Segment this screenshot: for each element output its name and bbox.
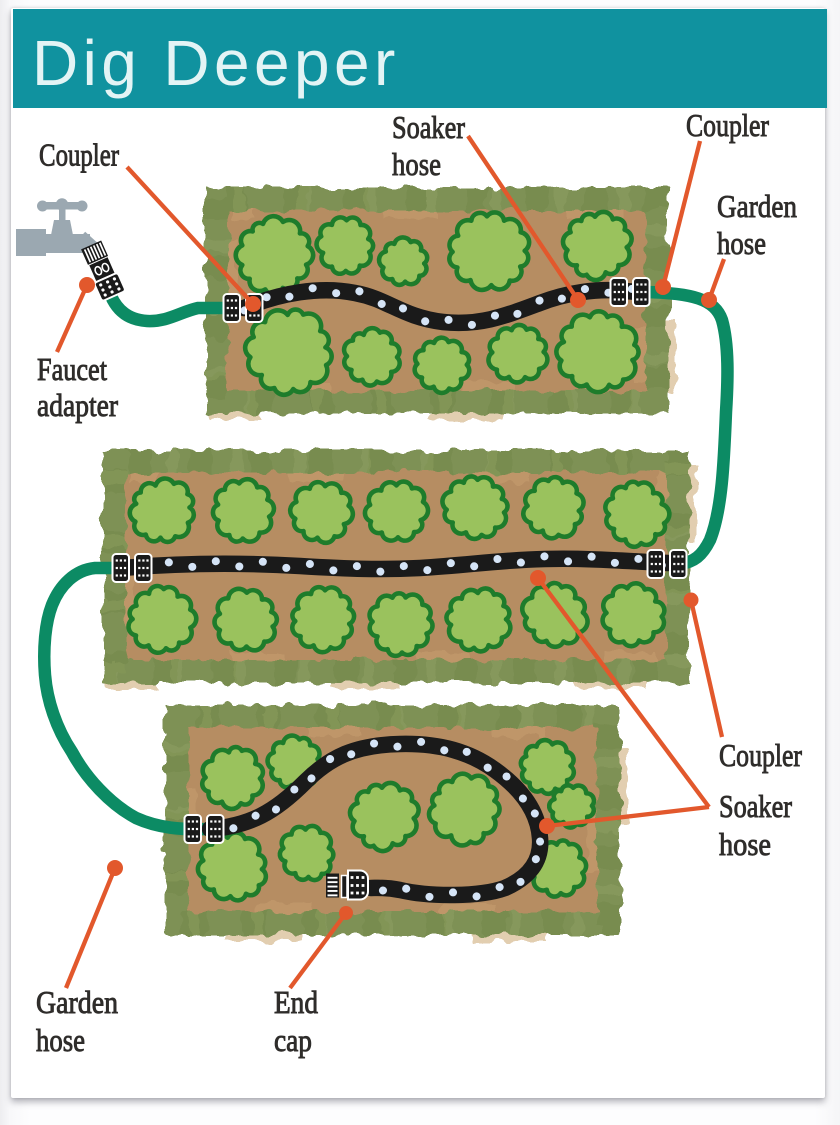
- svg-text:Garden: Garden: [36, 984, 118, 1020]
- svg-text:Coupler: Coupler: [686, 107, 769, 143]
- svg-text:hose: hose: [717, 225, 766, 261]
- svg-text:hose: hose: [392, 146, 441, 182]
- svg-text:Soaker: Soaker: [392, 109, 465, 145]
- svg-text:Coupler: Coupler: [39, 137, 119, 173]
- svg-text:End: End: [274, 984, 318, 1020]
- svg-text:adapter: adapter: [37, 387, 118, 423]
- svg-text:Soaker: Soaker: [719, 788, 792, 824]
- svg-text:hose: hose: [719, 826, 771, 862]
- svg-text:hose: hose: [36, 1022, 85, 1058]
- svg-text:Coupler: Coupler: [719, 737, 802, 773]
- svg-text:Dig Deeper: Dig Deeper: [32, 27, 400, 99]
- svg-text:cap: cap: [274, 1022, 312, 1058]
- svg-text:Garden: Garden: [717, 188, 797, 224]
- svg-text:Faucet: Faucet: [37, 351, 107, 387]
